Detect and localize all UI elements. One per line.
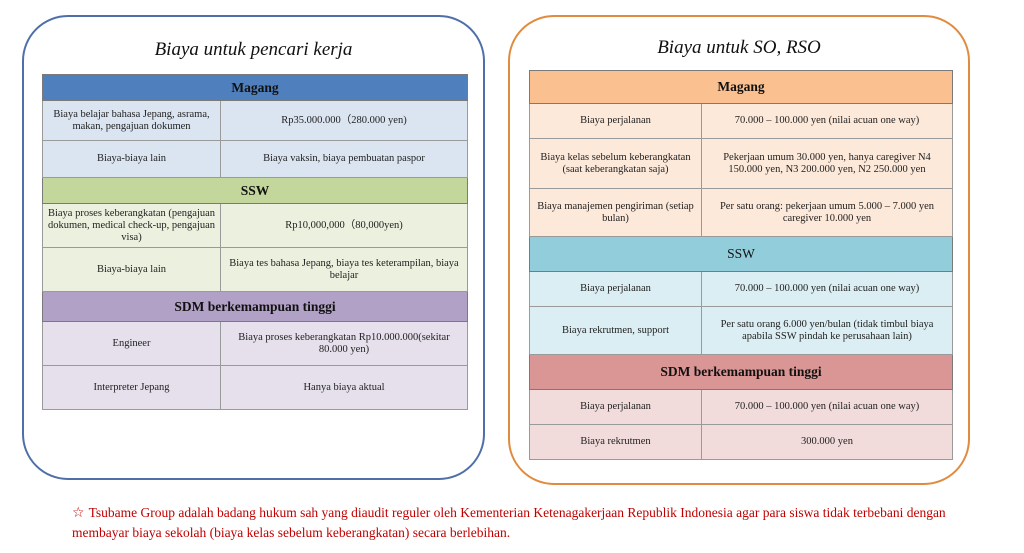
cost-item: Biaya rekrutmen [529, 424, 702, 460]
cost-value: 70.000 – 100.000 yen (nilai acuan one wa… [701, 103, 953, 139]
cost-item: Biaya kelas sebelum keberangkatan (saat … [529, 138, 702, 189]
table-row: Biaya perjalanan 70.000 – 100.000 yen (n… [529, 389, 953, 425]
section-header-sdm: SDM berkemampuan tinggi [529, 354, 953, 390]
cost-value: Hanya biaya aktual [220, 365, 468, 410]
so-rso-cost-table: Magang Biaya perjalanan 70.000 – 100.000… [529, 70, 953, 460]
table-row: Biaya manajemen pengiriman (setiap bulan… [529, 188, 953, 237]
panel-job-seeker-costs: Biaya untuk pencari kerja Magang Biaya b… [22, 15, 485, 480]
section-header-magang: Magang [529, 70, 953, 104]
cost-value: 70.000 – 100.000 yen (nilai acuan one wa… [701, 271, 953, 307]
table-row: Biaya-biaya lain Biaya vaksin, biaya pem… [42, 140, 468, 178]
panel-title: Biaya untuk pencari kerja [154, 39, 353, 60]
cost-value: 300.000 yen [701, 424, 953, 460]
footnote: ☆Tsubame Group adalah badang hukum sah y… [72, 503, 952, 542]
cost-item: Biaya manajemen pengiriman (setiap bulan… [529, 188, 702, 237]
table-row: Biaya rekrutmen 300.000 yen [529, 424, 953, 460]
panel-title: Biaya untuk SO, RSO [657, 37, 821, 58]
table-row: Biaya rekrutmen, support Per satu orang … [529, 306, 953, 355]
cost-item: Biaya perjalanan [529, 389, 702, 425]
job-seeker-cost-table: Magang Biaya belajar bahasa Jepang, asra… [42, 74, 468, 410]
table-row: Engineer Biaya proses keberangkatan Rp10… [42, 321, 468, 366]
cost-item: Biaya-biaya lain [42, 140, 221, 178]
cost-value: Biaya vaksin, biaya pembuatan paspor [220, 140, 468, 178]
cost-value: Rp10,000,000（80,000yen) [220, 203, 468, 248]
section-header-magang: Magang [42, 74, 468, 101]
section-header-ssw: SSW [42, 177, 468, 204]
cost-item: Biaya-biaya lain [42, 247, 221, 292]
cost-item: Biaya perjalanan [529, 271, 702, 307]
cost-value: Pekerjaan umum 30.000 yen, hanya caregiv… [701, 138, 953, 189]
section-header-sdm: SDM berkemampuan tinggi [42, 291, 468, 322]
cost-value: Biaya tes bahasa Jepang, biaya tes keter… [220, 247, 468, 292]
section-header-ssw: SSW [529, 236, 953, 272]
table-row: Biaya kelas sebelum keberangkatan (saat … [529, 138, 953, 189]
cost-item: Biaya belajar bahasa Jepang, asrama, mak… [42, 100, 221, 141]
table-row: Interpreter Jepang Hanya biaya aktual [42, 365, 468, 410]
cost-value: Biaya proses keberangkatan Rp10.000.000(… [220, 321, 468, 366]
cost-value: Rp35.000.000（280.000 yen) [220, 100, 468, 141]
table-row: Biaya perjalanan 70.000 – 100.000 yen (n… [529, 271, 953, 307]
table-row: Biaya-biaya lain Biaya tes bahasa Jepang… [42, 247, 468, 292]
cost-value: Per satu orang 6.000 yen/bulan (tidak ti… [701, 306, 953, 355]
footnote-text: Tsubame Group adalah badang hukum sah ya… [72, 505, 946, 540]
cost-value: 70.000 – 100.000 yen (nilai acuan one wa… [701, 389, 953, 425]
cost-value: Per satu orang: pekerjaan umum 5.000 – 7… [701, 188, 953, 237]
table-row: Biaya perjalanan 70.000 – 100.000 yen (n… [529, 103, 953, 139]
panel-so-rso-costs: Biaya untuk SO, RSO Magang Biaya perjala… [508, 15, 970, 485]
cost-item: Biaya proses keberangkatan (pengajuan do… [42, 203, 221, 248]
table-row: Biaya proses keberangkatan (pengajuan do… [42, 203, 468, 248]
cost-item: Interpreter Jepang [42, 365, 221, 410]
cost-item: Biaya rekrutmen, support [529, 306, 702, 355]
table-row: Biaya belajar bahasa Jepang, asrama, mak… [42, 100, 468, 141]
star-icon: ☆ [72, 505, 85, 521]
cost-item: Engineer [42, 321, 221, 366]
cost-item: Biaya perjalanan [529, 103, 702, 139]
